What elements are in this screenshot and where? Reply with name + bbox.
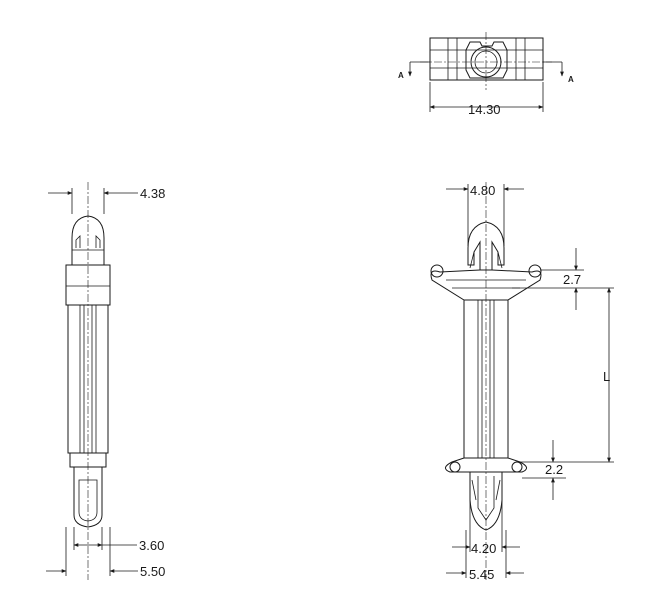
front-bottom-clip xyxy=(469,472,503,531)
front-bottom-overall-label: 5.45 xyxy=(469,567,494,582)
front-lower-flange-label: 2.2 xyxy=(545,462,563,477)
side-view: 4.38 3.60 5.50 xyxy=(46,182,165,580)
front-body xyxy=(463,299,509,459)
front-top-head-label: 4.80 xyxy=(470,183,495,198)
section-mark-left: A xyxy=(398,71,404,80)
side-top-diameter-label: 4.38 xyxy=(140,186,165,201)
side-bottom-overall-label: 5.50 xyxy=(140,564,165,579)
front-bottom-tip-label: 4.20 xyxy=(471,541,496,556)
side-bottom-tip-label: 3.60 xyxy=(139,538,164,553)
top-width-label: 14.30 xyxy=(468,102,501,117)
clip-head-outline xyxy=(465,41,508,79)
top-view-outline xyxy=(429,37,544,81)
front-lower-flange xyxy=(445,457,527,473)
front-view: 4.80 2.7 L 2.2 4.20 5.45 xyxy=(430,182,614,582)
top-view: A A 14.30 xyxy=(398,32,574,117)
side-top-clip xyxy=(71,215,105,265)
front-upper-flange-label: 2.7 xyxy=(563,272,581,287)
section-mark-right: A xyxy=(568,75,574,84)
front-top-head xyxy=(467,221,505,271)
front-length-label: L xyxy=(603,369,610,384)
side-bottom-clip xyxy=(73,467,103,528)
